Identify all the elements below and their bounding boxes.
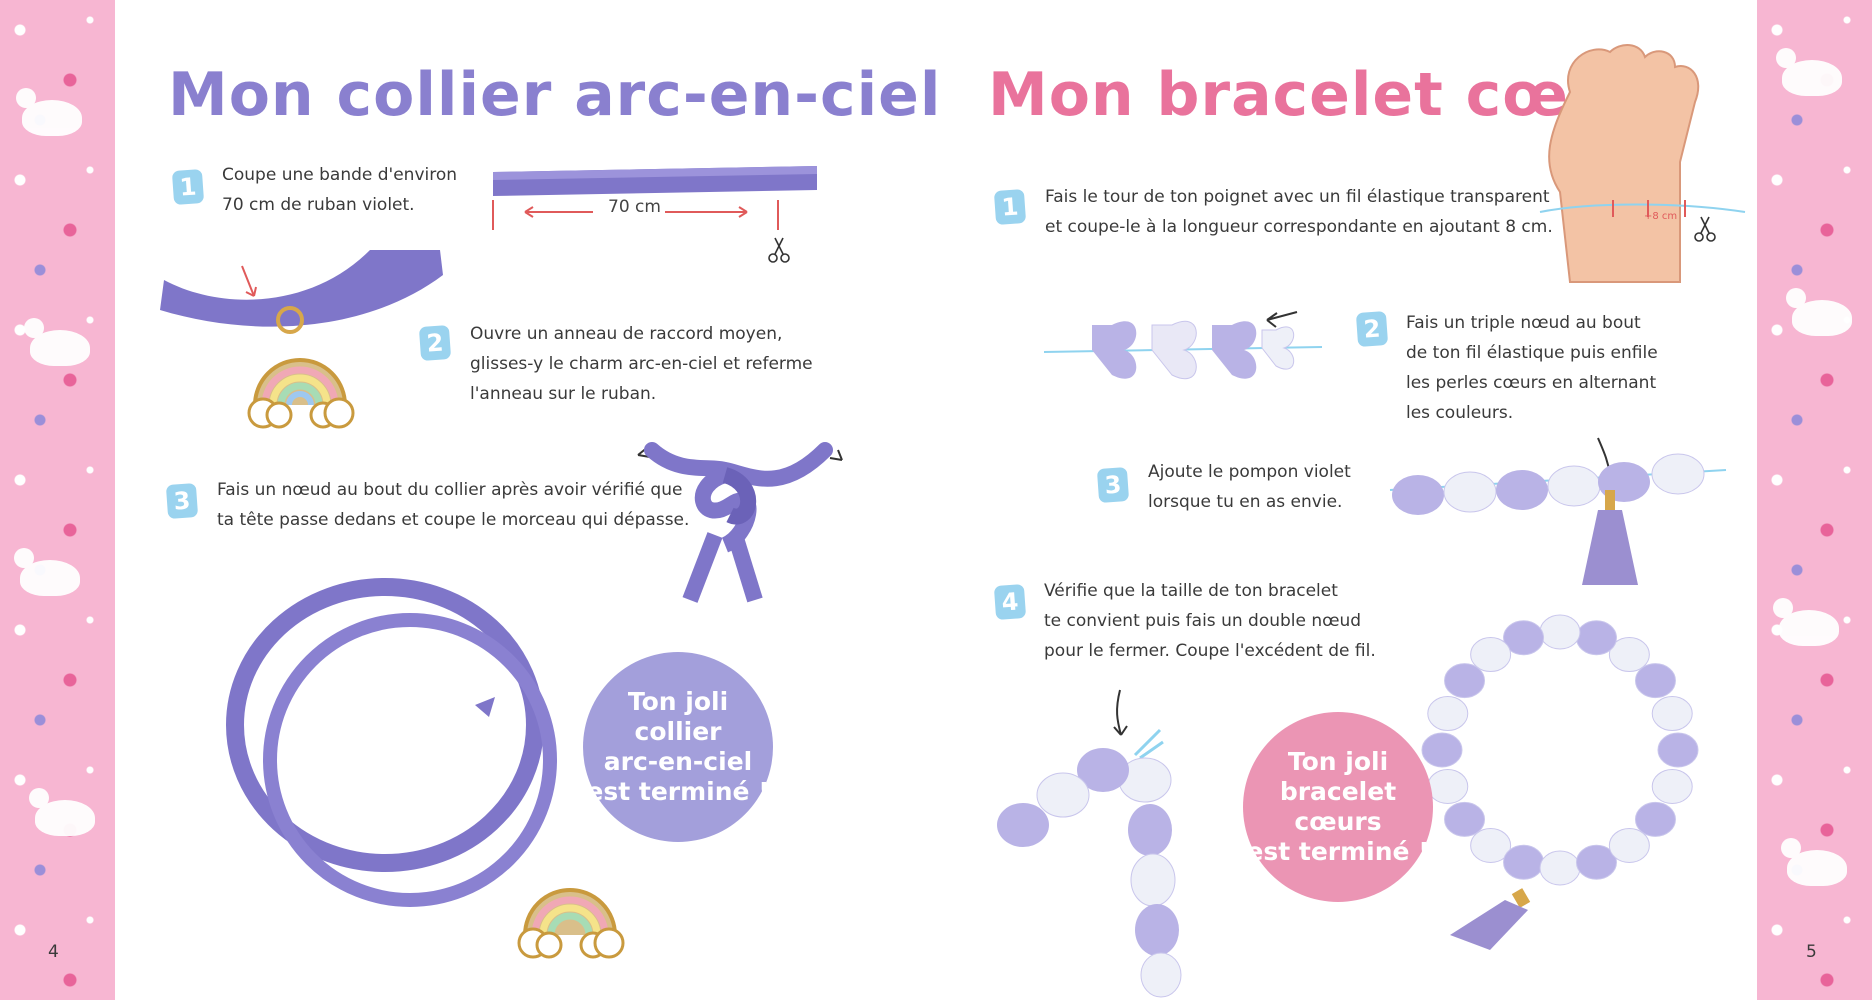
heart-bead: [1651, 453, 1705, 495]
heart-bead: [1036, 772, 1090, 818]
heart-bead: [1634, 663, 1676, 699]
right-step-3-text: Ajoute le pompon violet lorsque tu en as…: [1148, 462, 1351, 512]
unicorn-icon: [1776, 48, 1842, 96]
heart-bead: [1575, 620, 1617, 656]
left-page-number: 4: [48, 942, 59, 962]
right-step-1-badge: 1: [993, 188, 1027, 226]
ribbon-measure-illustration: [492, 166, 817, 263]
left-page-title: Mon collier arc-en-ciel: [168, 60, 942, 130]
heart-bead: [1151, 320, 1197, 380]
heart-bead: [1092, 321, 1137, 379]
right-step-1-text: Fais le tour de ton poignet avec un fil …: [1045, 187, 1553, 237]
heart-bead: [1130, 853, 1176, 907]
unicorn-icon: [1786, 288, 1852, 336]
heart-bead: [1392, 475, 1444, 515]
heart-bead: [1547, 465, 1601, 507]
heart-bead: [1140, 952, 1182, 998]
right-page-number: 5: [1806, 942, 1817, 962]
unicorn-icon: [16, 88, 82, 136]
heart-bead: [1444, 663, 1486, 699]
heart-bead: [1608, 827, 1650, 863]
beads-on-string-illustration: [1043, 311, 1323, 380]
heart-bead: [1444, 801, 1486, 837]
rainbow-charm: [517, 888, 625, 959]
tassel: [1582, 490, 1638, 585]
necklace-finished-bubble: Ton joli collier arc-en-ciel est terminé…: [583, 652, 773, 842]
measure-label: 70 cm: [608, 197, 661, 217]
heart-bead: [1470, 827, 1512, 863]
unicorn-icon: [24, 318, 90, 366]
scissors-icon: [1694, 216, 1716, 242]
wrist-illustration: [1539, 44, 1746, 283]
step-1-badge: 1: [171, 168, 205, 206]
heart-bead: [1503, 620, 1545, 656]
heart-bead: [1496, 470, 1548, 510]
heart-bead: [1634, 801, 1676, 837]
wrist-extra-length-label: +8 cm: [1644, 211, 1678, 222]
unicorn-icon: [14, 548, 80, 596]
heart-bead: [1503, 844, 1545, 880]
step-1-text: Coupe une bande d'environ 70 cm de ruban…: [222, 165, 458, 215]
heart-bead: [1427, 696, 1469, 732]
heart-bead: [1443, 471, 1497, 513]
heart-bead: [1651, 768, 1693, 804]
finished-bracelet-illustration: [1421, 614, 1699, 950]
unicorn-icon: [1773, 598, 1839, 646]
charm-on-ribbon-illustration: [160, 250, 443, 429]
rainbow-charm: [247, 358, 355, 429]
heart-bead: [1575, 844, 1617, 880]
right-step-2-badge: 2: [1355, 310, 1389, 348]
right-step-2-text: Fais un triple nœud au bout de ton fil é…: [1406, 313, 1658, 423]
unicorn-icon: [29, 788, 95, 836]
heart-bead: [1427, 768, 1469, 804]
heart-bead: [1539, 850, 1581, 886]
heart-bead: [1077, 748, 1129, 792]
step-2-text: Ouvre un anneau de raccord moyen, glisse…: [470, 324, 813, 404]
heart-bead: [1261, 326, 1295, 370]
unicorn-icon: [1781, 838, 1847, 886]
heart-bead: [1651, 696, 1693, 732]
step-3-text: Fais un nœud au bout du collier après av…: [217, 480, 690, 530]
heart-bead: [1539, 614, 1581, 650]
heart-bead: [997, 803, 1049, 847]
tassel: [1450, 888, 1531, 950]
knotted-strand-illustration: [997, 689, 1182, 998]
scissors-icon: [768, 237, 790, 263]
right-step-4-text: Vérifie que la taille de ton bracelet te…: [1044, 581, 1376, 661]
heart-bead: [1657, 732, 1699, 768]
left-decorative-border: [0, 0, 115, 1000]
heart-bead: [1212, 321, 1257, 379]
knot-illustration: [637, 442, 843, 603]
right-decorative-border: [1757, 0, 1872, 1000]
heart-bead: [1608, 637, 1650, 673]
step-3-badge: 3: [165, 482, 199, 520]
beads-with-tassel-illustration: [1389, 437, 1727, 585]
heart-bead: [1470, 637, 1512, 673]
bracelet-finished-bubble: Ton joli bracelet cœurs est terminé !: [1243, 712, 1433, 902]
right-step-3-badge: 3: [1096, 466, 1130, 504]
step-2-badge: 2: [418, 324, 452, 362]
finished-necklace-illustration: [226, 578, 625, 959]
heart-bead: [1128, 804, 1172, 856]
heart-bead: [1135, 904, 1179, 956]
right-step-4-badge: 4: [993, 583, 1027, 621]
